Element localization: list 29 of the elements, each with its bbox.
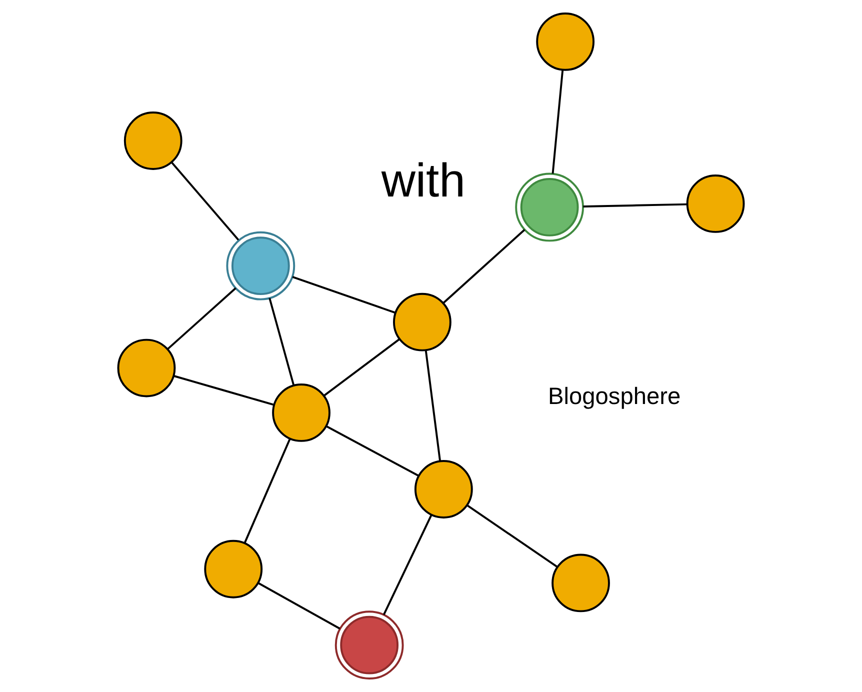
node-circle [272, 384, 330, 442]
connector [552, 70, 564, 174]
node-circle [552, 554, 610, 612]
node-circle [334, 610, 404, 680]
node-circle [414, 460, 473, 518]
node-circle [686, 174, 745, 233]
node-circle [393, 292, 452, 352]
connector [244, 438, 291, 544]
connector [442, 229, 526, 304]
connector [171, 162, 240, 241]
connector [326, 425, 420, 477]
connector [174, 375, 274, 406]
connector [583, 203, 687, 208]
node-circle [536, 12, 595, 71]
connector [467, 504, 558, 568]
node-circle [117, 338, 176, 398]
node-circle [226, 231, 296, 300]
connector [167, 287, 236, 350]
label: with [381, 154, 466, 208]
connector [268, 298, 295, 386]
node-circle [124, 112, 182, 170]
node-circle [515, 172, 584, 242]
label: Blogosphere [548, 384, 681, 410]
connector [258, 582, 340, 630]
connector [323, 338, 400, 396]
connector [424, 350, 441, 461]
node-circle [204, 540, 263, 598]
connector [292, 276, 396, 314]
connector [382, 514, 432, 616]
